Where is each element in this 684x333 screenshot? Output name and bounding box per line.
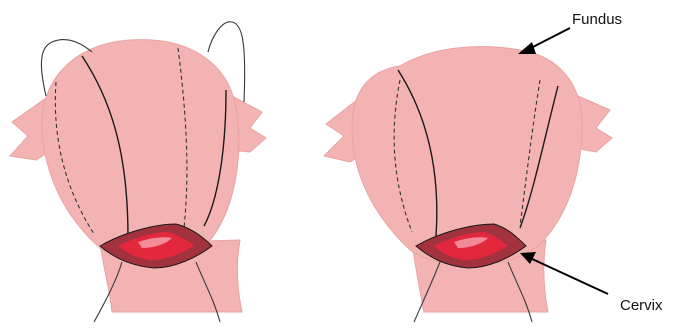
fundus-callout: Fundus: [518, 11, 622, 54]
uterus-left-body: [42, 40, 239, 260]
fundus-label: Fundus: [572, 11, 622, 28]
uterus-left: [10, 22, 266, 322]
cervix-label: Cervix: [620, 297, 663, 314]
uterus-right: [324, 47, 612, 322]
fundus-arrowhead: [518, 42, 536, 54]
